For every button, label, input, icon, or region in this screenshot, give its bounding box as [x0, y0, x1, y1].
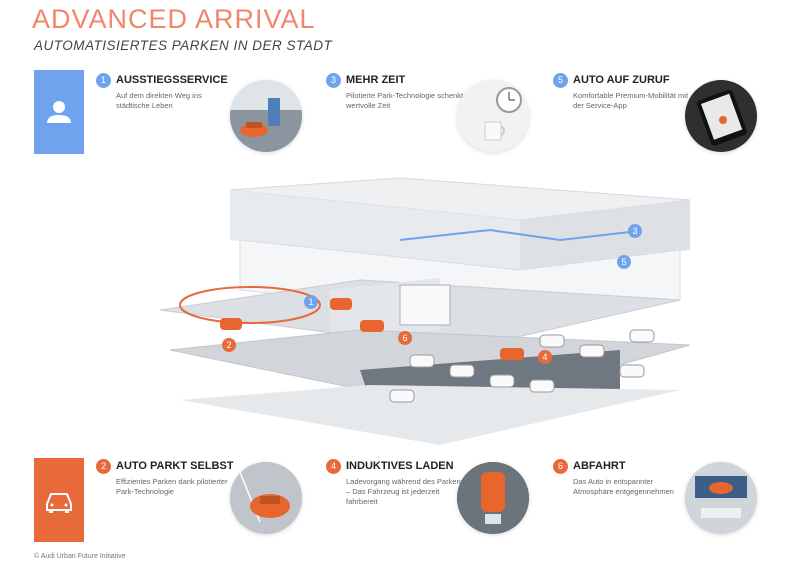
page-title: ADVANCED ARRIVAL [32, 4, 316, 34]
feature-title: ABFAHRT [573, 460, 626, 472]
feature-desc: Komfortable Premium-Mobilität mit der Se… [573, 91, 689, 110]
feature-title: AUTO AUF ZURUF [573, 74, 670, 86]
parking-building-illustration [160, 177, 691, 445]
person-block [34, 70, 84, 154]
image-service-app [685, 80, 757, 152]
car-icon [46, 493, 72, 513]
feature-number: 2 [96, 459, 111, 474]
marker-2: 2 [222, 338, 236, 352]
feature-number: 3 [326, 73, 341, 88]
image-abfahrt [685, 462, 757, 534]
feature-number: 6 [553, 459, 568, 474]
marker-4: 4 [538, 350, 552, 364]
person-icon [47, 101, 71, 123]
feature-desc: Ladevorgang während des Parkens – Das Fa… [346, 477, 465, 506]
feature-title: MEHR ZEIT [346, 74, 406, 86]
image-mehr-zeit [457, 80, 529, 152]
feature-number: 1 [96, 73, 111, 88]
feature-number: 5 [553, 73, 568, 88]
page-subtitle: AUTOMATISIERTES PARKEN IN DER STADT [34, 38, 333, 53]
feature-desc: Auf dem direkten Weg ins städtische Lebe… [116, 91, 202, 110]
feature-desc: Pilotierte Park-Technologie schenkt wert… [346, 91, 464, 110]
feature-title: AUTO PARKT SELBST [116, 460, 234, 472]
image-induktives-laden [457, 462, 529, 534]
marker-1: 1 [304, 295, 318, 309]
car-block [34, 458, 84, 542]
feature-title: INDUKTIVES LADEN [346, 460, 454, 472]
marker-5: 5 [617, 255, 631, 269]
image-auto-parkt-selbst [230, 462, 302, 534]
feature-desc: Effizientes Parken dank pilotierter Park… [116, 477, 228, 496]
feature-number: 4 [326, 459, 341, 474]
copyright: © Audi Urban Future Initiative [34, 553, 126, 560]
image-ausstiegsservice [230, 80, 302, 152]
marker-3: 3 [628, 224, 642, 238]
feature-desc: Das Auto in entspannter Atmosphäre entge… [573, 477, 674, 496]
marker-6: 6 [398, 331, 412, 345]
feature-title: AUSSTIEGSSERVICE [116, 74, 228, 86]
